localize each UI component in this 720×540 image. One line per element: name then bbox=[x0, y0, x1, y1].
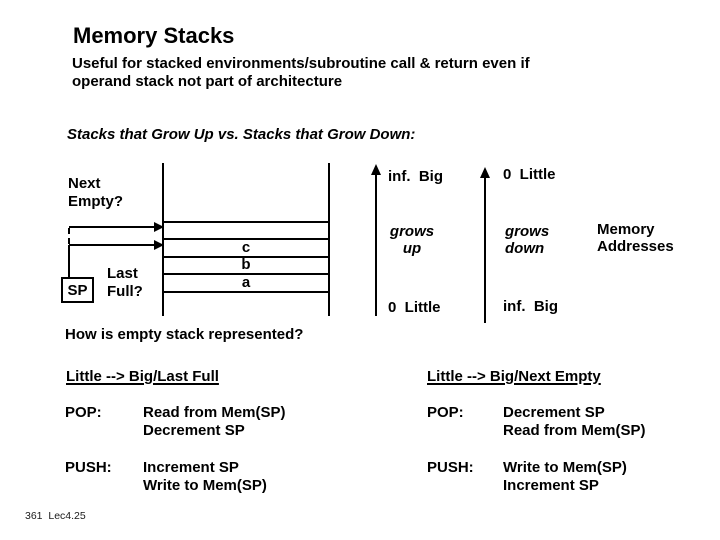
grows-down-line-1: grows bbox=[505, 223, 550, 240]
grow-up-axis-arrow bbox=[375, 166, 377, 316]
intro-line-1: Useful for stacked environments/subrouti… bbox=[72, 55, 530, 72]
next-empty-pointer-arrow bbox=[69, 226, 162, 228]
memory-addresses-label: Memory Addresses bbox=[597, 221, 674, 255]
stack-cell-divider bbox=[162, 238, 330, 240]
intro-line-2: operand stack not part of architecture bbox=[72, 72, 343, 90]
stack-cell-a: a bbox=[241, 274, 251, 291]
push-step-2: Increment SP bbox=[503, 477, 599, 494]
grows-down-label: grows down bbox=[505, 223, 549, 257]
push-label: PUSH: bbox=[427, 459, 474, 476]
push-step-1: Write to Mem(SP) bbox=[503, 459, 627, 476]
stack-cell-divider bbox=[162, 291, 330, 293]
pop-step-1: Decrement SP bbox=[503, 404, 605, 421]
last-full-label: Last Full? bbox=[107, 265, 143, 300]
push-step-2: Write to Mem(SP) bbox=[143, 477, 267, 494]
pop-step-2: Read from Mem(SP) bbox=[503, 422, 646, 439]
page-title: Memory Stacks bbox=[73, 22, 235, 48]
last-full-line-2: Full? bbox=[107, 282, 143, 300]
memory-addresses-line-1: Memory bbox=[597, 221, 655, 238]
grow-up-top-label: inf. Big bbox=[388, 168, 443, 185]
grow-down-axis-arrow bbox=[484, 169, 486, 323]
column-heading-last-full: Little --> Big/Last Full bbox=[66, 368, 219, 385]
last-full-pointer-arrow bbox=[69, 244, 162, 246]
grows-up-line-2: up bbox=[402, 240, 422, 257]
sp-register-box: SP bbox=[61, 277, 94, 303]
pop-step-1: Read from Mem(SP) bbox=[143, 404, 286, 421]
pop-steps: Read from Mem(SP) Decrement SP bbox=[143, 404, 286, 440]
last-full-line-1: Last bbox=[107, 265, 138, 282]
push-steps: Write to Mem(SP) Increment SP bbox=[503, 459, 627, 495]
grows-up-label: grows up bbox=[384, 223, 440, 257]
push-steps: Increment SP Write to Mem(SP) bbox=[143, 459, 267, 495]
grows-up-line-1: grows bbox=[389, 223, 435, 240]
pop-step-2: Decrement SP bbox=[143, 422, 245, 439]
memory-addresses-line-2: Addresses bbox=[597, 238, 674, 255]
sp-register-label: SP bbox=[67, 281, 88, 299]
section-heading: Stacks that Grow Up vs. Stacks that Grow… bbox=[67, 126, 416, 143]
push-step-1: Increment SP bbox=[143, 459, 239, 476]
next-empty-line-1: Next bbox=[68, 175, 101, 192]
next-empty-label: Next Empty? bbox=[68, 175, 123, 210]
sp-solid-connector bbox=[68, 245, 70, 277]
pop-label: POP: bbox=[65, 404, 102, 421]
intro-text: Useful for stacked environments/subrouti… bbox=[72, 55, 530, 90]
push-label: PUSH: bbox=[65, 459, 112, 476]
grow-down-bottom-label: inf. Big bbox=[503, 298, 558, 315]
question-text: How is empty stack represented? bbox=[65, 326, 304, 343]
grows-down-line-2: down bbox=[505, 240, 545, 257]
stack-cell-divider bbox=[162, 273, 330, 275]
stack-cell-divider bbox=[162, 256, 330, 258]
stack-cell-b: b bbox=[241, 256, 251, 273]
stack-cell-c: c bbox=[241, 239, 251, 256]
pop-label: POP: bbox=[427, 404, 464, 421]
stack-cell-divider bbox=[162, 221, 330, 223]
footer-slide-number: 361 Lec4.25 bbox=[25, 510, 86, 522]
grow-down-top-label: 0 Little bbox=[503, 166, 556, 183]
pop-steps: Decrement SP Read from Mem(SP) bbox=[503, 404, 646, 440]
sp-dashed-connector bbox=[68, 228, 70, 244]
column-heading-next-empty: Little --> Big/Next Empty bbox=[427, 368, 601, 385]
next-empty-line-2: Empty? bbox=[68, 192, 124, 210]
grow-up-bottom-label: 0 Little bbox=[388, 299, 441, 316]
